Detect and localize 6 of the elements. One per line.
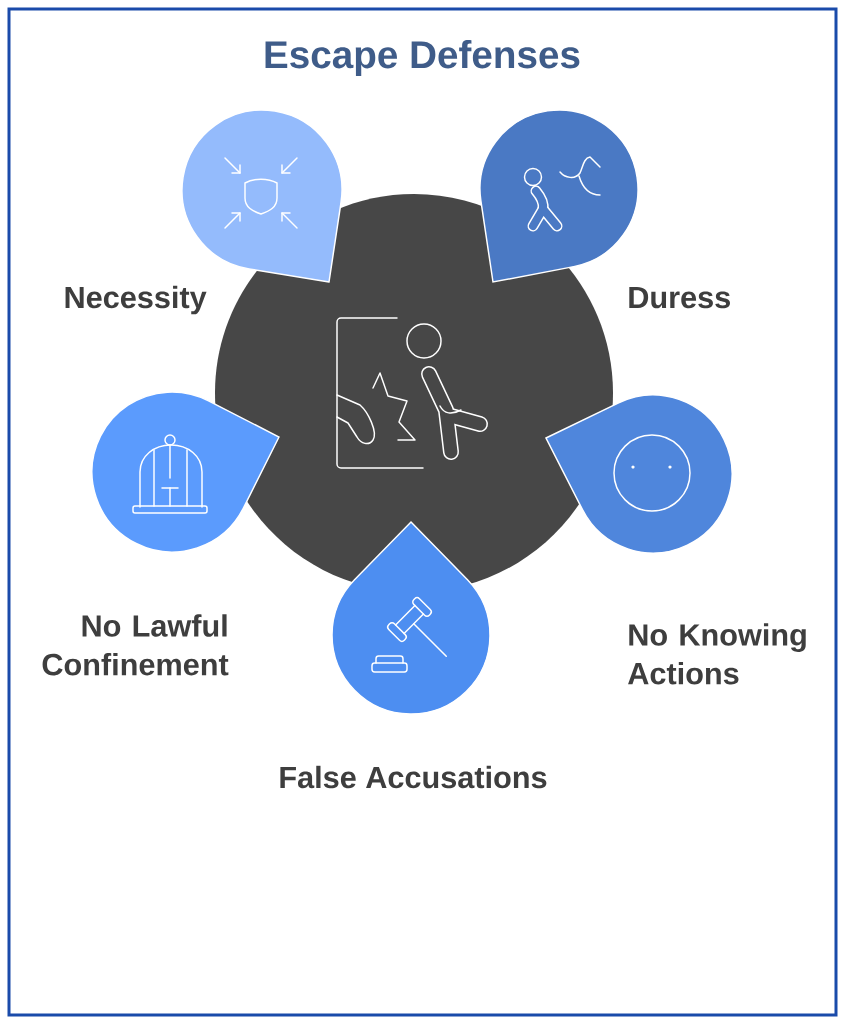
title: Escape Defenses bbox=[265, 40, 580, 77]
node-label: No Lawful Confinement bbox=[42, 614, 229, 676]
node-label: Necessity bbox=[65, 285, 207, 315]
node-label: No Knowing Actions bbox=[628, 623, 806, 685]
node-label: Duress bbox=[629, 286, 730, 309]
node-label: False Accusations bbox=[280, 765, 547, 789]
